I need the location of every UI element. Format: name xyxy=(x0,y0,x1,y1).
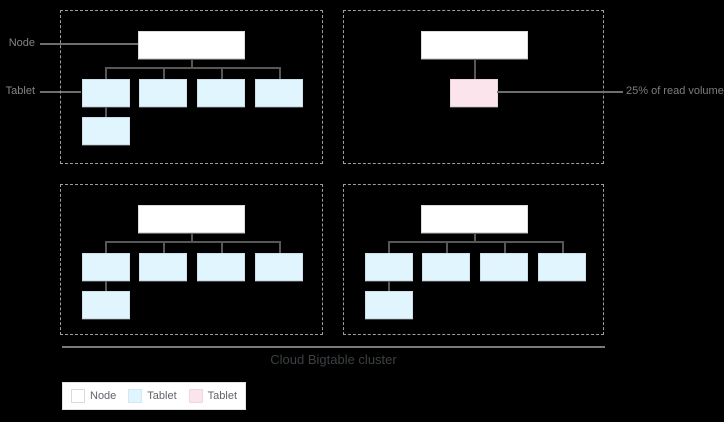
node-zone-top-left xyxy=(60,10,323,164)
connector-line xyxy=(221,68,223,80)
tablet-box xyxy=(365,291,413,319)
legend-label: Tablet xyxy=(147,390,177,402)
connector-line xyxy=(388,281,390,292)
node-zone-bottom-left xyxy=(60,184,323,335)
legend-item-tablet: Tablet xyxy=(128,389,177,403)
connector-line xyxy=(562,242,564,254)
node-box xyxy=(421,31,528,59)
node-zone-top-right xyxy=(343,10,604,164)
connector-line xyxy=(388,242,390,254)
connector-line xyxy=(105,107,107,118)
connector-line xyxy=(191,59,193,68)
legend-label: Tablet xyxy=(207,390,238,402)
read-volume-callout-label: 25% of read volume xyxy=(626,85,724,97)
hot-tablet-swatch-icon xyxy=(188,389,203,403)
tablet-box xyxy=(197,253,245,281)
hot-tablet-box xyxy=(450,79,498,107)
connector-line xyxy=(163,242,165,254)
tablet-annotation-label: Tablet xyxy=(5,85,35,97)
connector-line xyxy=(446,242,448,254)
cluster-boundary-line xyxy=(62,346,605,348)
connector-line xyxy=(474,233,476,242)
tablet-box xyxy=(255,79,303,107)
connector-line xyxy=(105,281,107,292)
connector-line xyxy=(105,67,281,69)
connector-line xyxy=(474,59,476,79)
node-annotation-label: Node xyxy=(8,37,35,49)
node-box xyxy=(138,31,245,59)
tablet-box xyxy=(139,79,187,107)
node-annotation-leader-line xyxy=(40,43,138,45)
connector-line xyxy=(163,68,165,80)
connector-line xyxy=(279,68,281,80)
tablet-box xyxy=(82,79,130,107)
tablet-box xyxy=(480,253,528,281)
tablet-box xyxy=(197,79,245,107)
tablet-box xyxy=(82,291,130,319)
node-box xyxy=(138,205,245,233)
tablet-box xyxy=(82,117,130,145)
connector-line xyxy=(388,241,564,243)
tablet-box xyxy=(422,253,470,281)
node-zone-bottom-right xyxy=(343,184,604,335)
node-box xyxy=(421,205,528,233)
tablet-box xyxy=(82,253,130,281)
connector-line xyxy=(504,242,506,254)
read-volume-leader-line xyxy=(497,91,623,93)
tablet-box xyxy=(538,253,586,281)
tablet-swatch-icon xyxy=(128,389,143,403)
legend-item-node: Node xyxy=(71,389,116,403)
node-swatch-icon xyxy=(71,389,85,403)
connector-line xyxy=(221,242,223,254)
connector-line xyxy=(105,241,281,243)
cluster-caption: Cloud Bigtable cluster xyxy=(270,352,397,367)
tablet-box xyxy=(365,253,413,281)
connector-line xyxy=(279,242,281,254)
tablet-box xyxy=(139,253,187,281)
connector-line xyxy=(191,233,193,242)
legend-item-hot-tablet: Tablet xyxy=(188,389,238,403)
legend: Node Tablet Tablet xyxy=(62,382,247,410)
legend-label: Node xyxy=(90,390,117,402)
tablet-box xyxy=(255,253,303,281)
connector-line xyxy=(105,242,107,254)
connector-line xyxy=(105,68,107,80)
